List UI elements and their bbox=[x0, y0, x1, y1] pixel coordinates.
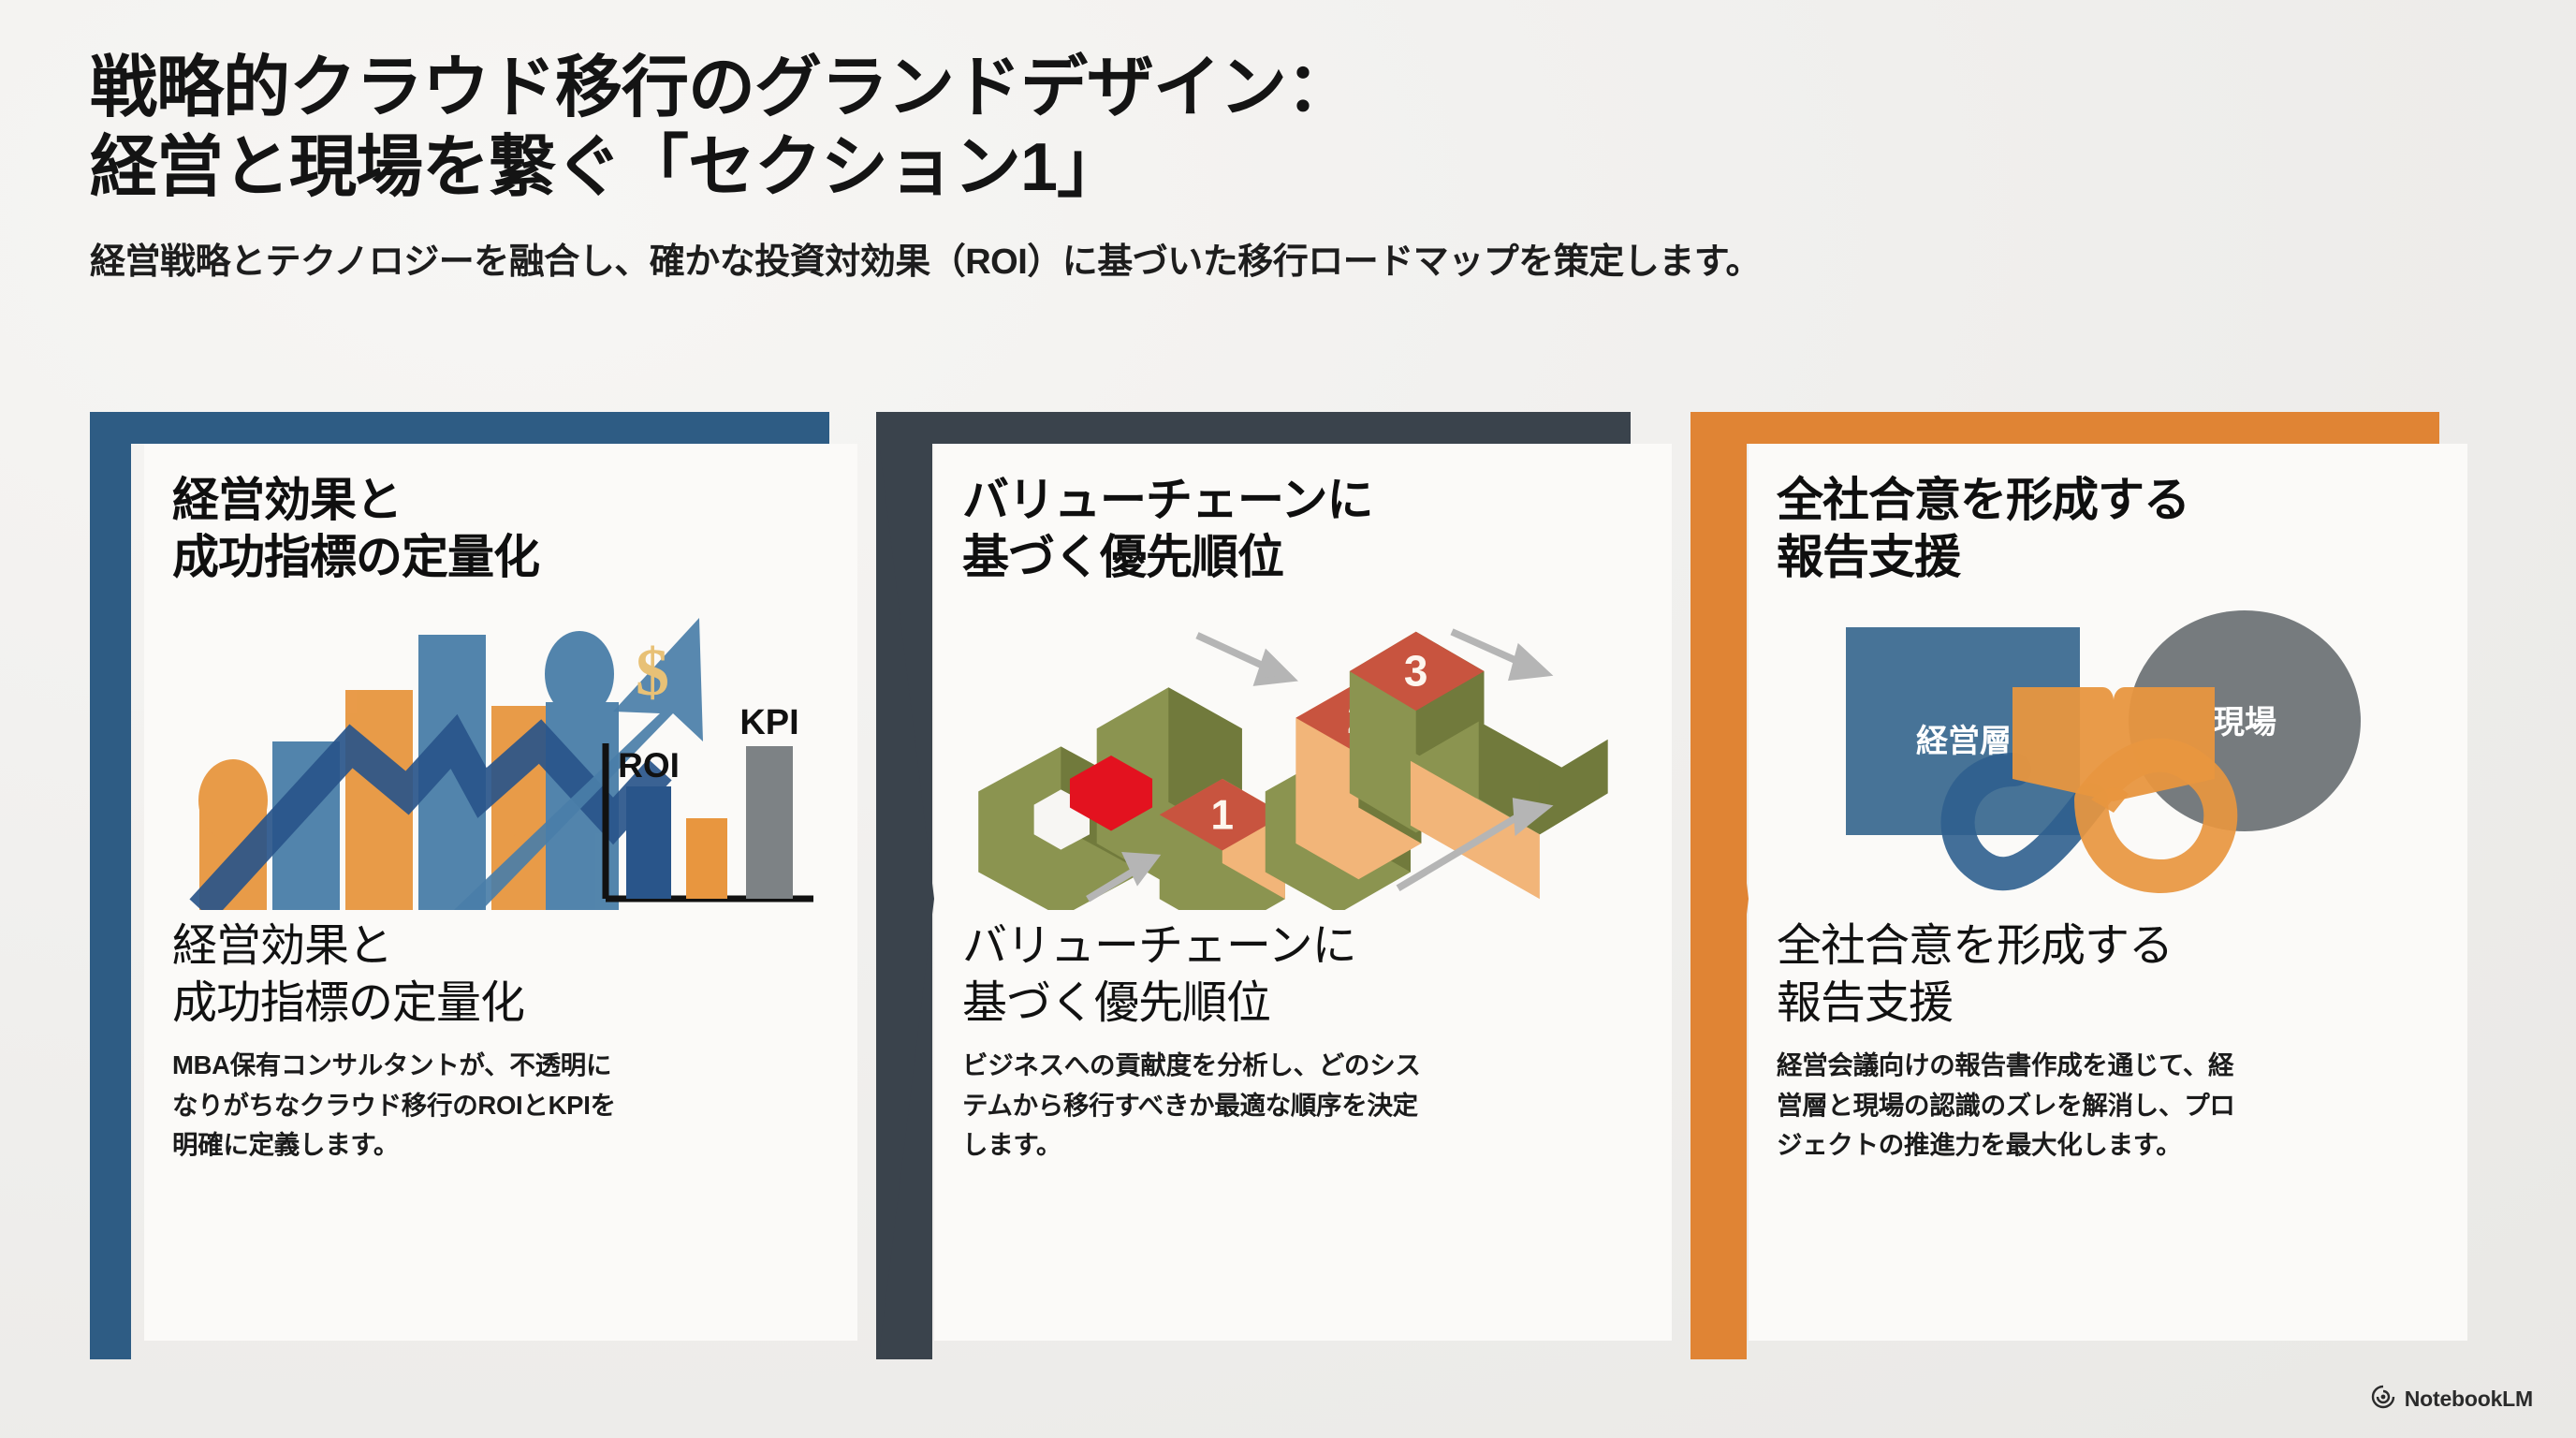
watermark: NotebookLM bbox=[2371, 1385, 2533, 1414]
card-body-text: ビジネスへの貢献度を分析し、どのシス テムから移行すべきか最適な順序を決定 しま… bbox=[962, 1049, 1421, 1160]
circle-label: 現場 bbox=[2213, 705, 2276, 741]
card-quantification[interactable]: 経営効果と 成功指標の定量化 bbox=[90, 412, 867, 1359]
card-frame-orange bbox=[1690, 412, 2477, 1359]
illustration-roi-kpi-chart: $ ROI KPI bbox=[172, 601, 829, 910]
card-row: 経営効果と 成功指標の定量化 bbox=[90, 412, 2486, 1359]
card-heading: バリューチェーンに 基づく優先順位 bbox=[962, 921, 1357, 1029]
card-content: 経営効果と 成功指標の定量化 bbox=[144, 444, 857, 1341]
square-label: 経営層 bbox=[1916, 724, 2012, 759]
page-title-line-1: 戦略的クラウド移行のグランドデザイン： bbox=[90, 51, 1354, 125]
card-kicker: 全社合意を形成する 報告支援 bbox=[1777, 474, 2190, 583]
kpi-label: KPI bbox=[739, 703, 798, 742]
card-content: 全社合意を形成する 報告支援 経営層 現場 bbox=[1749, 444, 2467, 1341]
card-body-text: MBA保有コンサルタントが、不透明に なりがちなクラウド移行のROIとKPIを … bbox=[172, 1049, 616, 1160]
card-heading: 経営効果と 成功指標の定量化 bbox=[172, 921, 525, 1029]
card-body-text: 経営会議向けの報告書作成を通じて、経 営層と現場の認識のズレを解消し、プロ ジェ… bbox=[1777, 1049, 2235, 1160]
svg-text:1: 1 bbox=[1211, 793, 1235, 839]
svg-text:$: $ bbox=[636, 635, 669, 710]
page-title-line-2: 経営と現場を繋ぐ「セクション1」 bbox=[90, 129, 1124, 205]
card-content: バリューチェーンに 基づく優先順位 .otop{fill:#9aa05a}.ol… bbox=[934, 444, 1672, 1341]
card-consensus-reporting[interactable]: 全社合意を形成する 報告支援 経営層 現場 bbox=[1690, 412, 2477, 1359]
notebooklm-spiral-icon bbox=[2371, 1385, 2395, 1414]
card-heading: 全社合意を形成する 報告支援 bbox=[1777, 921, 2174, 1029]
illustration-isometric-priority-blocks: .otop{fill:#9aa05a}.oleft{fill:#8b9450}.… bbox=[962, 601, 1644, 910]
card-frame-blue bbox=[90, 412, 867, 1359]
illustration-alignment-diagram: 経営層 現場 bbox=[1777, 601, 2439, 910]
roi-label: ROI bbox=[618, 746, 680, 785]
header: 戦略的クラウド移行のグランドデザイン： 経営と現場を繋ぐ「セクション1」 経営戦… bbox=[90, 49, 2486, 284]
card-kicker: 経営効果と 成功指標の定量化 bbox=[172, 474, 540, 583]
card-kicker: バリューチェーンに 基づく優先順位 bbox=[962, 474, 1374, 583]
card-frame-chevron bbox=[876, 412, 1681, 1359]
page-subtitle: 経営戦略とテクノロジーを融合し、確かな投資対効果（ROI）に基づいた移行ロードマ… bbox=[90, 242, 1761, 282]
svg-text:3: 3 bbox=[1404, 646, 1428, 695]
watermark-label: NotebookLM bbox=[2404, 1387, 2533, 1411]
card-value-chain[interactable]: バリューチェーンに 基づく優先順位 .otop{fill:#9aa05a}.ol… bbox=[876, 412, 1681, 1359]
